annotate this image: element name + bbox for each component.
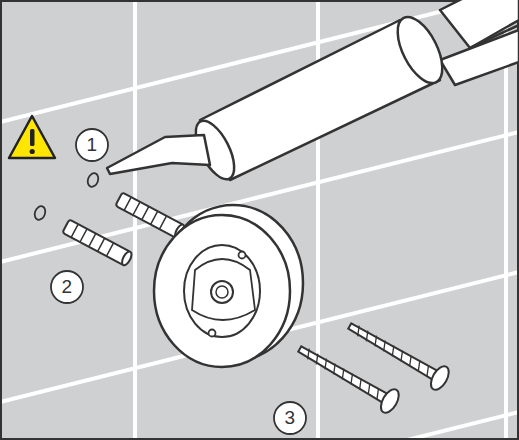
callout-number: 2 — [62, 275, 73, 299]
callout-number: 1 — [87, 133, 98, 157]
warning-triangle — [9, 116, 55, 158]
callout-number: 3 — [285, 406, 296, 430]
wall-rosette — [154, 205, 303, 367]
caulk-gun — [107, 0, 519, 185]
screws — [293, 315, 452, 416]
callout-circles — [51, 129, 306, 434]
o-rings — [33, 172, 100, 222]
